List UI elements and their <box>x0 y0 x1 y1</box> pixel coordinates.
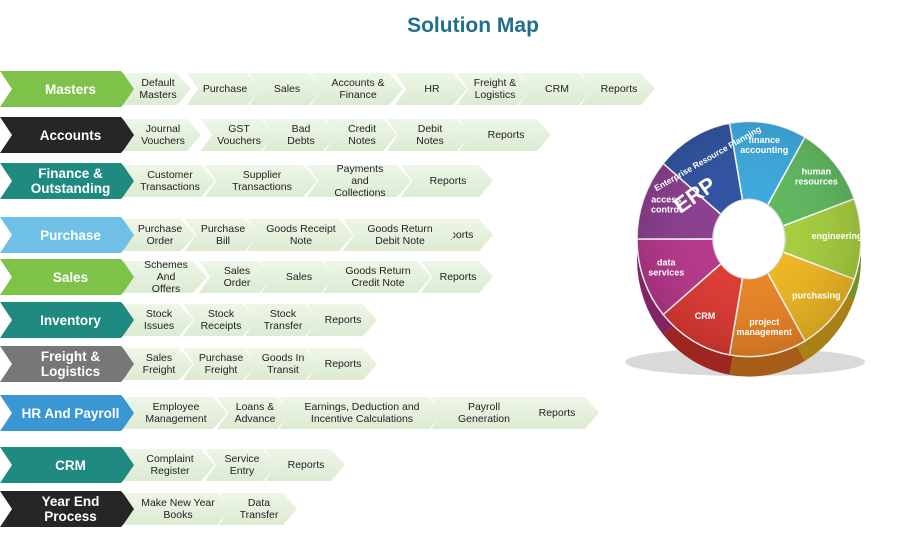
erp-segment-label: purchasing <box>792 290 841 300</box>
module-hr-and-payroll[interactable]: HR And Payroll <box>0 395 137 431</box>
submodule-chip[interactable]: Employee Management <box>123 397 227 429</box>
submodule-chip[interactable]: Sales Freight <box>123 348 193 380</box>
submodule-chip[interactable]: Earnings, Deduction and Incentive Calcul… <box>279 397 443 429</box>
submodule-chip[interactable]: Accounts & Finance <box>311 73 403 105</box>
module-freight-logistics[interactable]: Freight & Logistics <box>0 346 137 382</box>
module-inventory[interactable]: Inventory <box>0 302 137 338</box>
submodule-chip[interactable]: Sales <box>249 73 323 105</box>
erp-segment-label: CRM <box>695 311 716 321</box>
module-accounts[interactable]: Accounts <box>0 117 137 153</box>
submodule-chip[interactable]: Payroll Generation <box>431 397 535 429</box>
submodule-chip[interactable]: Purchase Order <box>123 219 195 251</box>
submodule-chip[interactable]: Make New Year Books <box>123 493 231 525</box>
submodule-chip[interactable]: GST Vouchers <box>201 119 275 151</box>
erp-hole <box>712 198 786 280</box>
submodule-chip[interactable]: Complaint Register <box>123 449 215 481</box>
submodule-chip[interactable]: CRM <box>519 73 593 105</box>
submodule-chip[interactable]: Credit Notes <box>325 119 397 151</box>
submodule-chip[interactable]: Journal Vouchers <box>123 119 201 151</box>
submodule-chip[interactable]: Supplier Transactions <box>205 165 317 197</box>
module-year-end-process[interactable]: Year End Process <box>0 491 137 527</box>
submodule-chip[interactable]: Goods Return Debit Note <box>343 219 455 251</box>
submodule-chip[interactable]: Data Transfer <box>219 493 297 525</box>
module-purchase[interactable]: Purchase <box>0 217 137 253</box>
submodule-chip[interactable]: Customer Transactions <box>123 165 215 197</box>
submodule-chip[interactable]: Default Masters <box>123 73 191 105</box>
submodule-chip[interactable]: Stock Receipts <box>183 304 257 336</box>
submodule-chip[interactable]: Goods Return Credit Note <box>323 261 431 293</box>
submodule-chip[interactable]: Debit Notes <box>387 119 471 151</box>
submodule-chip[interactable]: Reports <box>401 165 493 197</box>
submodule-chip[interactable]: Purchase <box>187 73 261 105</box>
submodule-chip[interactable]: HR <box>395 73 467 105</box>
submodule-chip[interactable]: Sales <box>261 261 335 293</box>
submodule-chip[interactable]: Reports <box>581 73 655 105</box>
module-sales[interactable]: Sales <box>0 259 137 295</box>
submodule-chip[interactable]: Bad Debts <box>263 119 337 151</box>
submodule-chip[interactable]: Reports <box>513 397 599 429</box>
submodule-chip[interactable]: Payments and Collections <box>307 165 411 197</box>
submodule-chip[interactable]: Stock Transfer <box>245 304 319 336</box>
submodule-chip[interactable]: Goods Receipt Note <box>247 219 353 251</box>
submodule-chip[interactable]: Reports <box>421 261 493 293</box>
submodule-chip[interactable]: Freight & Logistics <box>457 73 531 105</box>
module-finance-outstanding[interactable]: Finance & Outstanding <box>0 163 137 199</box>
submodule-chip[interactable]: Stock Issues <box>123 304 193 336</box>
submodule-chip[interactable]: Purchase Freight <box>183 348 257 380</box>
submodule-chip[interactable]: Goods In Transit <box>245 348 319 380</box>
submodule-chip[interactable]: Schemes And Offers <box>123 261 207 293</box>
submodule-chip[interactable]: Sales Order <box>199 261 273 293</box>
submodule-chip[interactable]: Purchase Bill <box>185 219 259 251</box>
submodule-chip[interactable]: Service Entry <box>205 449 277 481</box>
erp-segment-label: engineering <box>811 231 862 241</box>
submodule-chip[interactable]: Loans & Advance <box>217 397 291 429</box>
module-masters[interactable]: Masters <box>0 71 137 107</box>
page-title: Solution Map <box>407 14 539 37</box>
submodule-chip[interactable]: Reports <box>265 449 345 481</box>
submodule-chip[interactable]: Reports <box>459 119 551 151</box>
module-crm[interactable]: CRM <box>0 447 137 483</box>
